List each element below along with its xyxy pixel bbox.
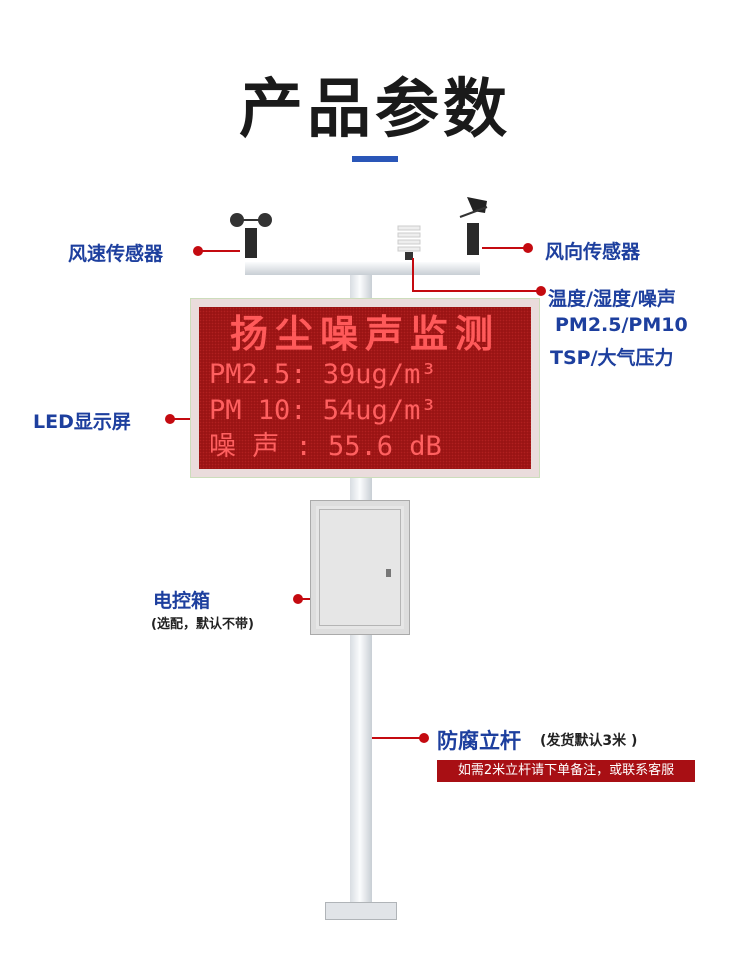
label-wind-direction: 风向传感器 <box>545 241 641 263</box>
callout-line <box>412 290 540 292</box>
control-box-door <box>319 509 401 626</box>
callout-line <box>372 737 422 739</box>
label-wind-speed: 风速传感器 <box>68 243 164 265</box>
anemometer-icon <box>228 210 274 265</box>
led-headline: 扬尘噪声监测 <box>229 312 500 356</box>
led-row-pm25: PM2.5: 39ug/m³ <box>209 359 437 390</box>
base-plate <box>325 902 397 920</box>
pole-banner: 如需2米立杆请下单备注，或联系客服 <box>437 760 695 782</box>
callout-dot <box>536 286 546 296</box>
label-env-sensors-2: PM2.5/PM10 <box>555 314 688 336</box>
louver-shield-icon <box>396 224 422 260</box>
callout-line <box>200 250 240 252</box>
label-env-sensors-3: TSP/大气压力 <box>550 347 674 369</box>
crossbar <box>245 262 480 275</box>
led-row-noise: 噪 声 : 55.6 dB <box>209 431 442 462</box>
callout-dot <box>165 414 175 424</box>
callout-dot <box>523 243 533 253</box>
led-screen: 扬尘噪声监测 PM2.5: 39ug/m³ PM 10: 54ug/m³ 噪 声… <box>199 307 531 469</box>
label-control-box: 电控箱 <box>153 590 211 612</box>
label-led-display: LED显示屏 <box>33 411 131 433</box>
callout-line <box>300 598 310 600</box>
callout-dot <box>293 594 303 604</box>
lock-icon <box>386 569 391 577</box>
wind-vane-icon <box>455 195 493 265</box>
callout-line <box>482 247 526 249</box>
label-pole-note: (发货默认3米 ) <box>540 733 638 749</box>
callout-line <box>172 418 190 420</box>
callout-dot <box>193 246 203 256</box>
title-underline <box>352 156 398 162</box>
led-display: 扬尘噪声监测 PM2.5: 39ug/m³ PM 10: 54ug/m³ 噪 声… <box>190 298 540 478</box>
callout-dot <box>419 733 429 743</box>
callout-line <box>412 258 414 291</box>
control-box <box>310 500 410 635</box>
led-row-pm10: PM 10: 54ug/m³ <box>209 395 437 426</box>
page-title: 产品参数 <box>239 73 511 147</box>
label-pole: 防腐立杆 <box>437 729 521 753</box>
label-env-sensors-1: 温度/湿度/噪声 <box>548 288 676 310</box>
label-control-box-note: (选配，默认不带) <box>151 617 254 632</box>
